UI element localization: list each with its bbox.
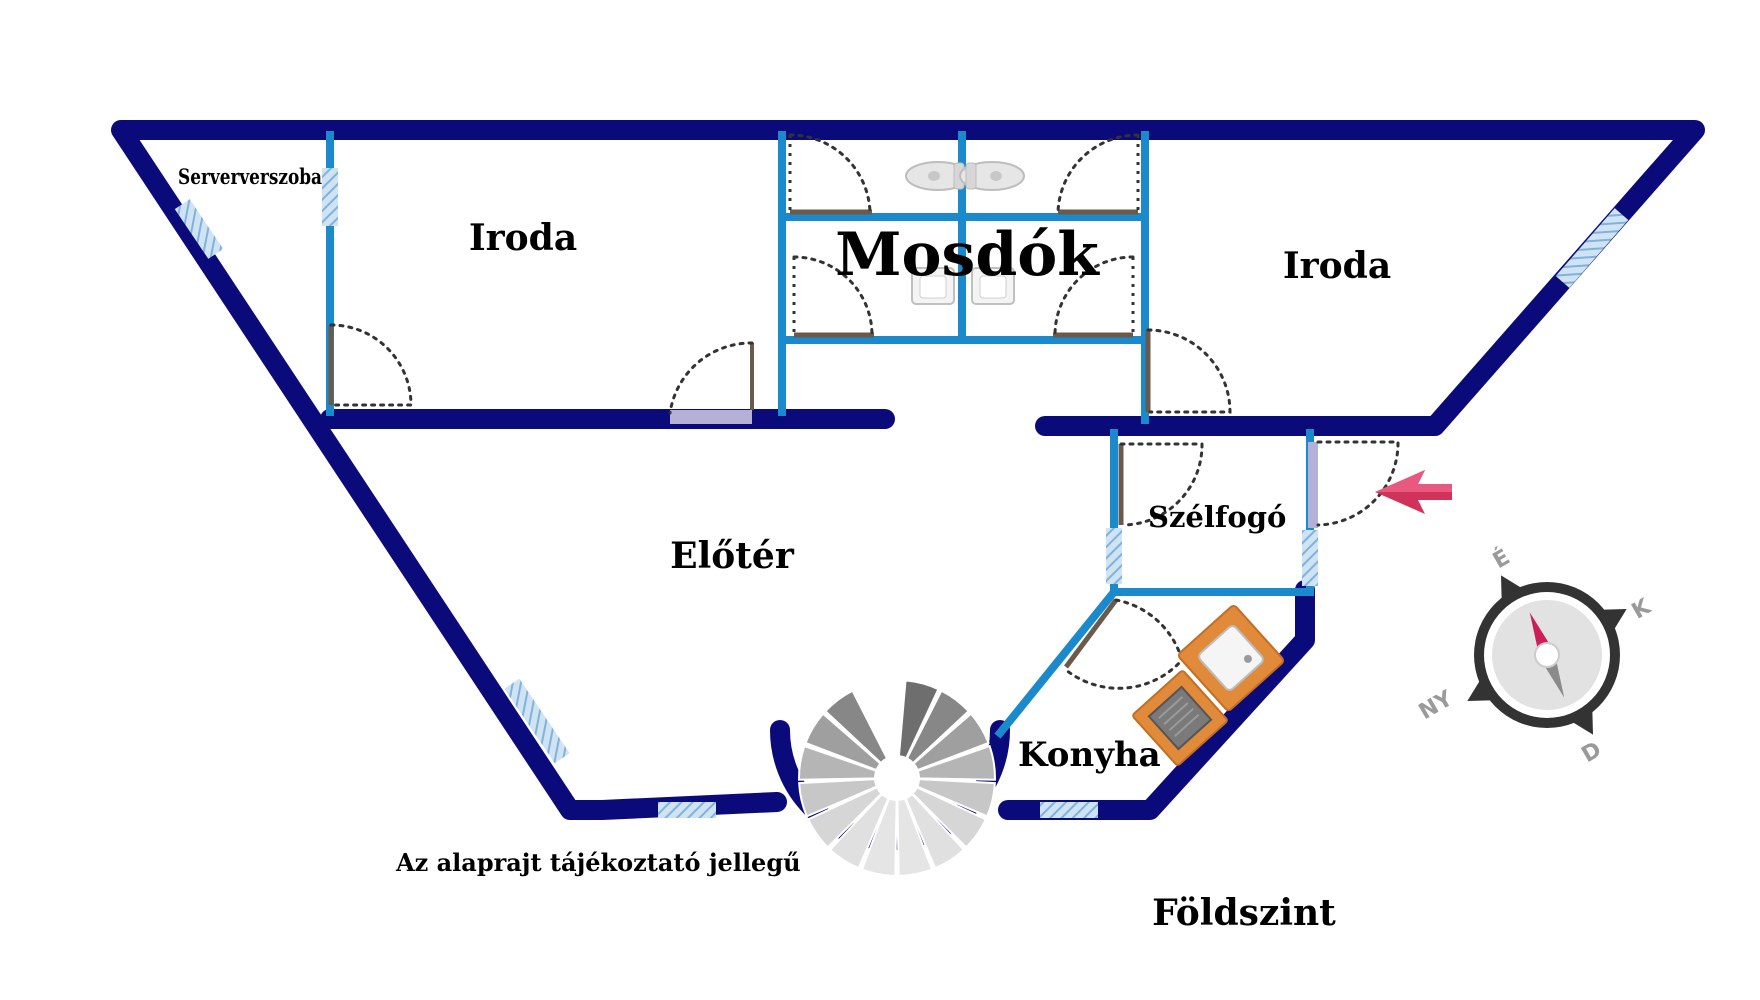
kitchen-sink-icon: [1177, 604, 1285, 712]
floor-name-label: Földszint: [1152, 892, 1336, 934]
compass-south-label: D: [1578, 737, 1606, 768]
windows: [174, 168, 1629, 818]
doors: [328, 133, 1400, 690]
window-kitchen-bottom: [1040, 802, 1098, 818]
room-label-office-right: Iroda: [1283, 245, 1391, 287]
stove-icon: [1132, 670, 1228, 766]
toilet-icon: [959, 161, 1025, 191]
window-hall-bottom: [658, 802, 716, 818]
room-label-office-left: Iroda: [469, 217, 577, 259]
compass-east-label: K: [1628, 594, 1656, 625]
room-label-hall: Előtér: [670, 535, 795, 577]
kitchen-appliances: [1132, 604, 1285, 766]
door-server-room: [328, 323, 413, 407]
room-label-server: Serververszoba: [178, 164, 322, 189]
door-left-office: [668, 341, 754, 424]
entrance-arrow-icon: [1375, 470, 1452, 514]
room-label-kitchen: Konyha: [1018, 735, 1161, 775]
window-hall-left: [504, 678, 570, 764]
room-label-restrooms: Mosdók: [835, 220, 1100, 290]
door-right-office: [1145, 328, 1232, 414]
window-vestibule-right: [1302, 530, 1318, 586]
toilet-icons: [905, 161, 1025, 305]
sink-icon: [911, 267, 955, 305]
window-vestibule-left: [1106, 528, 1122, 584]
compass-west-label: NY: [1415, 686, 1458, 725]
door-entrance: [1308, 440, 1400, 528]
door-kitchen: [1063, 598, 1184, 690]
compass-north-label: É: [1488, 544, 1514, 574]
room-label-vestibule: Szélfogó: [1148, 500, 1286, 534]
window-right-office: [1555, 208, 1629, 288]
disclaimer-note: Az alaprajt tájékoztató jellegű: [395, 848, 801, 877]
door-wc-1: [788, 133, 872, 215]
door-wc-3: [792, 255, 874, 338]
door-wc-4: [1053, 255, 1135, 338]
compass-icon: [1467, 575, 1627, 735]
window-server-room: [174, 199, 224, 259]
spiral-staircase-icon: [798, 679, 996, 878]
sink-icon: [971, 267, 1015, 305]
window-server-partition: [322, 168, 338, 226]
stair-newel: [875, 756, 919, 800]
door-vestibule-inner: [1118, 442, 1204, 527]
door-wc-2: [1056, 133, 1140, 215]
